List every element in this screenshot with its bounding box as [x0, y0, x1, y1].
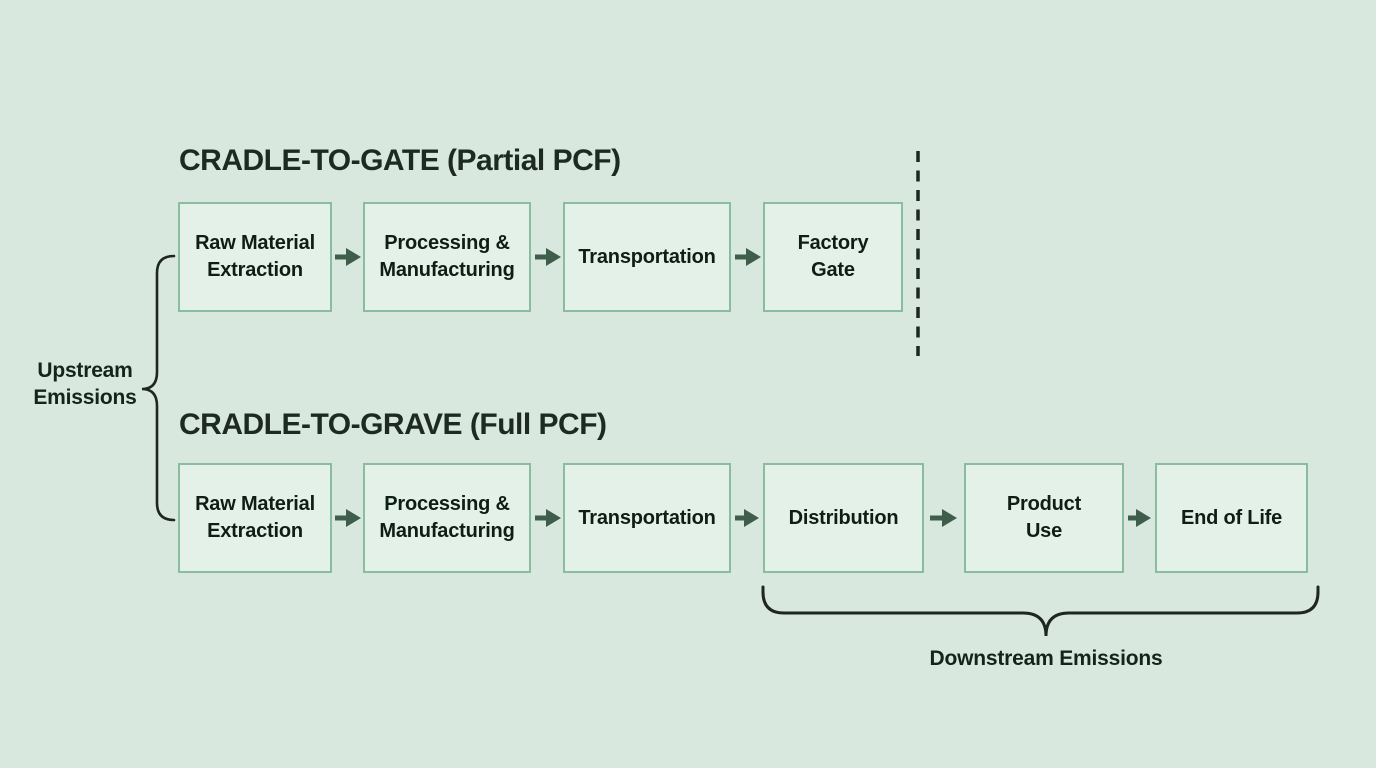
arrow-right-icon	[535, 248, 561, 266]
stage-label: Distribution	[788, 506, 899, 529]
cradle-to-gate-title: CRADLE-TO-GATE (Partial PCF)	[179, 144, 621, 177]
arrow-right-icon	[735, 248, 761, 266]
stage-label: Processing & Manufacturing	[379, 493, 515, 542]
stage-box-processing-manufacturing: Processing & Manufacturing	[363, 463, 531, 573]
stage-box-raw-material-extraction: Raw Material Extraction	[178, 463, 332, 573]
downstream-emissions-label: Downstream Emissions	[929, 647, 1163, 670]
arrow-right-icon	[335, 248, 361, 266]
stage-box-product-use: Product Use	[964, 463, 1124, 573]
arrow-right-icon	[335, 509, 361, 527]
cradle-to-grave-title: CRADLE-TO-GRAVE (Full PCF)	[179, 408, 607, 441]
stage-box-distribution: Distribution	[763, 463, 924, 573]
arrow-right-icon	[1128, 509, 1151, 527]
arrow-right-icon	[930, 509, 957, 527]
arrow-right-icon	[735, 509, 759, 527]
upstream-emissions-label: Upstream Emissions	[33, 359, 137, 409]
stage-label: Raw Material Extraction	[195, 493, 315, 542]
stage-box-factory-gate: Factory Gate	[763, 202, 903, 312]
stage-box-transportation: Transportation	[563, 463, 731, 573]
stage-box-end-of-life: End of Life	[1155, 463, 1308, 573]
stage-box-raw-material-extraction: Raw Material Extraction	[178, 202, 332, 312]
stage-label: Transportation	[578, 245, 716, 268]
stage-label: Factory Gate	[797, 232, 869, 281]
stage-label: End of Life	[1180, 506, 1283, 529]
arrow-right-icon	[535, 509, 561, 527]
downstream-emissions-brace	[761, 585, 1320, 637]
stage-box-processing-manufacturing: Processing & Manufacturing	[363, 202, 531, 312]
stage-label: Processing & Manufacturing	[379, 232, 515, 281]
stage-label: Transportation	[578, 506, 716, 529]
stage-label: Product Use	[1006, 493, 1082, 542]
stage-box-transportation: Transportation	[563, 202, 731, 312]
stage-label: Raw Material Extraction	[195, 232, 315, 281]
